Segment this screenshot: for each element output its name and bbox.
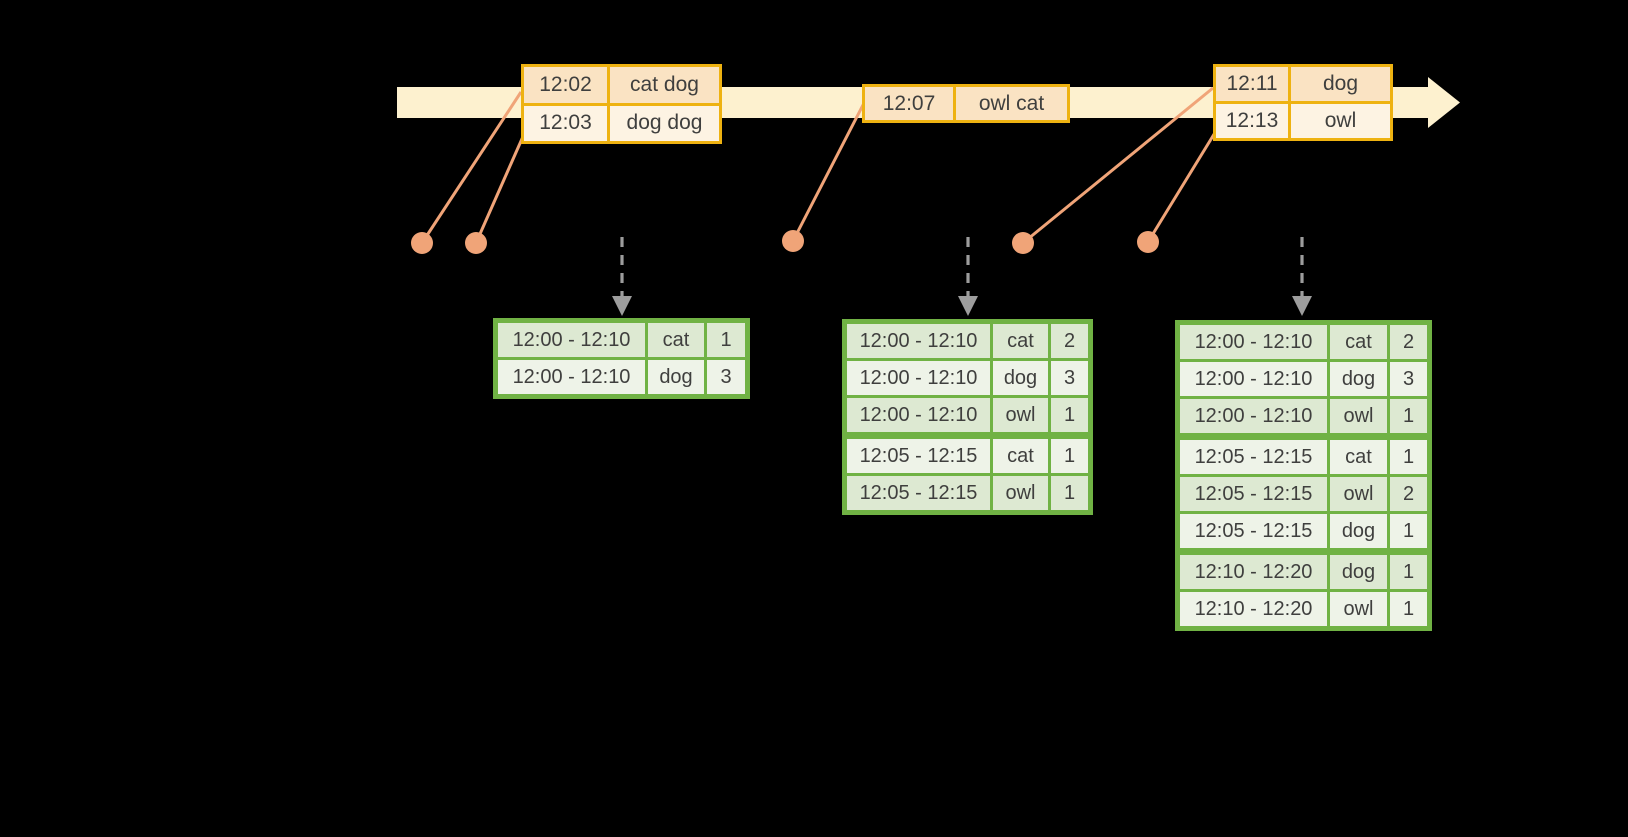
- event-box-1: 12:02 cat dog 12:03 dog dog: [521, 64, 722, 144]
- count-cell: 2: [1390, 325, 1427, 359]
- word-cell: owl: [1330, 477, 1387, 511]
- table-row: 12:10 - 12:20 owl 1: [1180, 592, 1427, 626]
- event-dot-icon: [1137, 231, 1159, 253]
- event-dots: [411, 230, 1159, 254]
- table-row: 12:05 - 12:15 owl 2: [1180, 477, 1427, 511]
- window-cell: 12:05 - 12:15: [847, 476, 990, 510]
- table-row: 12:00 - 12:10 dog 3: [847, 361, 1088, 395]
- window-cell: 12:05 - 12:15: [847, 439, 990, 473]
- window-cell: 12:00 - 12:10: [498, 360, 645, 394]
- count-cell: 2: [1051, 324, 1088, 358]
- count-cell: 1: [1051, 398, 1088, 432]
- window-cell: 12:10 - 12:20: [1180, 555, 1327, 589]
- event-dot-icon: [1012, 232, 1034, 254]
- connector-line: [1022, 86, 1214, 245]
- table-row: 12:00 - 12:10 dog 3: [498, 360, 745, 394]
- window-cell: 12:00 - 12:10: [1180, 325, 1327, 359]
- event-row: 12:07 owl cat: [865, 87, 1067, 120]
- table-row: 12:05 - 12:15 dog 1: [1180, 514, 1427, 548]
- result-table-3: 12:00 - 12:10 cat 2 12:00 - 12:10 dog 3 …: [1175, 320, 1432, 631]
- event-dot-icon: [411, 232, 433, 254]
- word-cell: cat: [1330, 440, 1387, 474]
- event-dot-icon: [465, 232, 487, 254]
- event-row: 12:11 dog: [1216, 67, 1390, 101]
- timeline-arrowhead-icon: [1428, 77, 1460, 128]
- connector-line: [791, 102, 866, 242]
- count-cell: 3: [707, 360, 745, 394]
- window-cell: 12:00 - 12:10: [1180, 362, 1327, 396]
- count-cell: 1: [1051, 476, 1088, 510]
- table-row: 12:05 - 12:15 owl 1: [847, 476, 1088, 510]
- result-table-1: 12:00 - 12:10 cat 1 12:00 - 12:10 dog 3: [493, 318, 750, 399]
- count-cell: 1: [1051, 439, 1088, 473]
- count-cell: 1: [1390, 514, 1427, 548]
- word-cell: dog: [1330, 362, 1387, 396]
- count-cell: 2: [1390, 477, 1427, 511]
- word-cell: owl: [1330, 399, 1387, 433]
- event-box-2: 12:07 owl cat: [862, 84, 1070, 123]
- event-time-cell: 12:13: [1216, 104, 1288, 138]
- trigger-arrowhead-icon: [612, 296, 632, 316]
- event-time-cell: 12:11: [1216, 67, 1288, 101]
- event-words-cell: owl cat: [956, 87, 1067, 120]
- window-cell: 12:05 - 12:15: [1180, 477, 1327, 511]
- word-cell: owl: [993, 476, 1048, 510]
- window-cell: 12:00 - 12:10: [847, 361, 990, 395]
- event-time-cell: 12:02: [524, 67, 607, 103]
- event-words-cell: dog dog: [610, 105, 719, 141]
- event-box-3: 12:11 dog 12:13 owl: [1213, 64, 1393, 141]
- table-row: 12:00 - 12:10 cat 2: [847, 324, 1088, 358]
- word-cell: owl: [1330, 592, 1387, 626]
- count-cell: 3: [1390, 362, 1427, 396]
- word-cell: dog: [1330, 555, 1387, 589]
- table-row: 12:00 - 12:10 cat 1: [498, 323, 745, 357]
- window-cell: 12:00 - 12:10: [847, 398, 990, 432]
- table-row: 12:05 - 12:15 cat 1: [1180, 440, 1427, 474]
- event-words-cell: dog: [1291, 67, 1390, 101]
- window-cell: 12:00 - 12:10: [498, 323, 645, 357]
- word-cell: dog: [648, 360, 704, 394]
- count-cell: 1: [1390, 440, 1427, 474]
- count-cell: 1: [1390, 399, 1427, 433]
- event-row: 12:13 owl: [1216, 104, 1390, 138]
- count-cell: 1: [707, 323, 745, 357]
- trigger-arrows: [620, 237, 1304, 298]
- word-cell: cat: [1330, 325, 1387, 359]
- word-cell: owl: [993, 398, 1048, 432]
- connector-line: [474, 131, 527, 244]
- window-cell: 12:05 - 12:15: [1180, 440, 1327, 474]
- event-words-cell: owl: [1291, 104, 1390, 138]
- window-cell: 12:00 - 12:10: [1180, 399, 1327, 433]
- word-cell: cat: [648, 323, 704, 357]
- event-words-cell: cat dog: [610, 67, 719, 103]
- event-row: 12:02 cat dog: [524, 67, 719, 103]
- word-cell: cat: [993, 439, 1048, 473]
- connector-line: [1146, 130, 1218, 243]
- table-row: 12:00 - 12:10 cat 2: [1180, 325, 1427, 359]
- table-row: 12:00 - 12:10 owl 1: [847, 398, 1088, 432]
- word-cell: dog: [993, 361, 1048, 395]
- trigger-arrowhead-icon: [958, 296, 978, 316]
- event-row: 12:03 dog dog: [524, 105, 719, 141]
- trigger-arrowhead-icon: [1292, 296, 1312, 316]
- window-cell: 12:10 - 12:20: [1180, 592, 1327, 626]
- table-row: 12:00 - 12:10 dog 3: [1180, 362, 1427, 396]
- trigger-arrowheads: [612, 296, 1312, 316]
- count-cell: 3: [1051, 361, 1088, 395]
- count-cell: 1: [1390, 592, 1427, 626]
- word-cell: cat: [993, 324, 1048, 358]
- count-cell: 1: [1390, 555, 1427, 589]
- table-row: 12:05 - 12:15 cat 1: [847, 439, 1088, 473]
- event-time-cell: 12:03: [524, 105, 607, 141]
- event-dot-icon: [782, 230, 804, 252]
- table-row: 12:00 - 12:10 owl 1: [1180, 399, 1427, 433]
- connector-lines: [420, 86, 1218, 245]
- connector-line: [420, 91, 523, 244]
- result-table-2: 12:00 - 12:10 cat 2 12:00 - 12:10 dog 3 …: [842, 319, 1093, 515]
- window-cell: 12:05 - 12:15: [1180, 514, 1327, 548]
- table-row: 12:10 - 12:20 dog 1: [1180, 555, 1427, 589]
- word-cell: dog: [1330, 514, 1387, 548]
- window-cell: 12:00 - 12:10: [847, 324, 990, 358]
- event-time-cell: 12:07: [865, 87, 953, 120]
